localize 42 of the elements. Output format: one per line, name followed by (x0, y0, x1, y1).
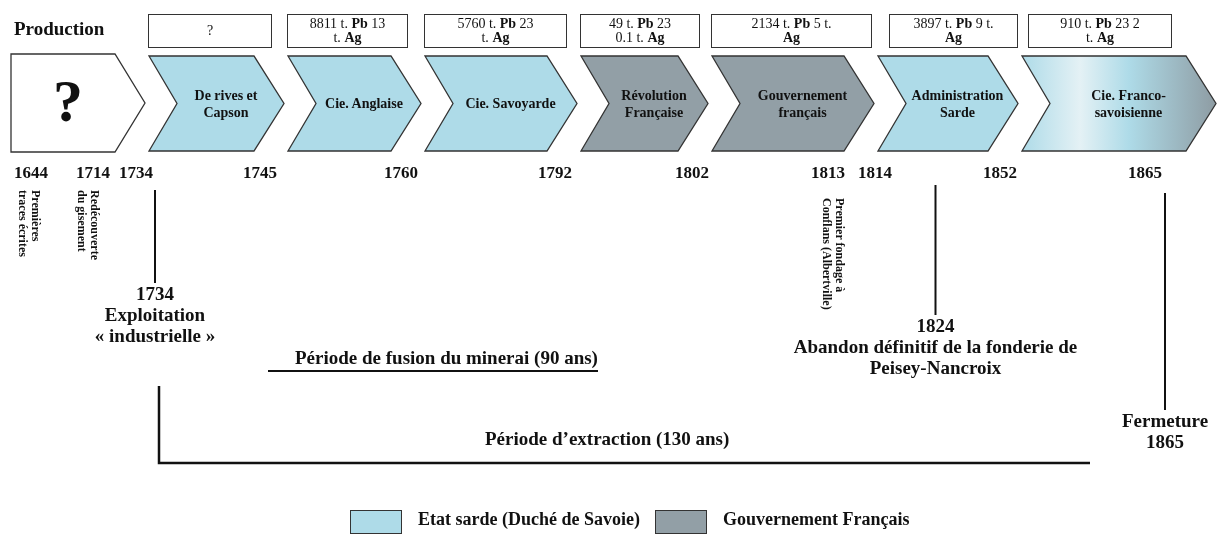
phase-banner: De rives et Capson (148, 55, 285, 152)
period-label: Période d’extraction (130 ans) (485, 428, 730, 450)
year-label: 1714 (76, 163, 110, 183)
phase-banner: Gouvernement français (711, 55, 875, 152)
production-box: 3897 t. Pb 9 t. Ag (889, 14, 1018, 48)
legend-label: Etat sarde (Duché de Savoie) (418, 509, 640, 530)
phase-banner: Cie. Savoyarde (424, 55, 578, 152)
production-box: 8811 t. Pb 13 t. Ag (287, 14, 408, 48)
production-box: ? (148, 14, 272, 48)
leader-line (1164, 192, 1166, 411)
year-label: 1802 (675, 163, 709, 183)
period-label: Période de fusion du minerai (90 ans) (295, 347, 598, 369)
phase-banner: Administration Sarde (877, 55, 1019, 152)
event-year: 1734 (135, 283, 175, 304)
production-box: 910 t. Pb 23 2 t. Ag (1028, 14, 1172, 48)
phase-banner: Révolution Française (580, 55, 709, 152)
event-year: 1824 (915, 315, 956, 336)
phase-banner: Cie. Anglaise (287, 55, 422, 152)
event-label: Exploitation « industrielle » (93, 304, 217, 346)
production-box: 2134 t. Pb 5 t. Ag (711, 14, 872, 48)
section-title: Production (14, 18, 105, 40)
leader-line (934, 184, 937, 316)
event-note: Premier fondage à Conflans (Albertville) (820, 198, 846, 312)
year-label: 1813 (811, 163, 845, 183)
year-label: 1814 (858, 163, 892, 183)
year-label: 1760 (384, 163, 418, 183)
event-label: 1865 (1145, 431, 1185, 452)
event-note: Premières traces écrites (16, 190, 42, 259)
year-label: 1745 (243, 163, 277, 183)
event-label: Fermeture (1120, 410, 1210, 431)
year-label: 1852 (983, 163, 1017, 183)
event-label: Abandon définitif de la fonderie de Peisey-Nancroix (792, 336, 1079, 378)
leader-line (154, 189, 156, 284)
year-label: 1865 (1128, 163, 1162, 183)
year-label: 1644 (14, 163, 48, 183)
phase-banner: ? (10, 53, 146, 153)
year-label: 1734 (119, 163, 153, 183)
production-box: 49 t. Pb 23 0.1 t. Ag (580, 14, 700, 48)
production-box: 5760 t. Pb 23 t. Ag (424, 14, 567, 48)
legend-label: Gouvernement Français (723, 509, 910, 530)
phase-banner: Cie. Franco-savoisienne (1021, 55, 1217, 152)
year-label: 1792 (538, 163, 572, 183)
